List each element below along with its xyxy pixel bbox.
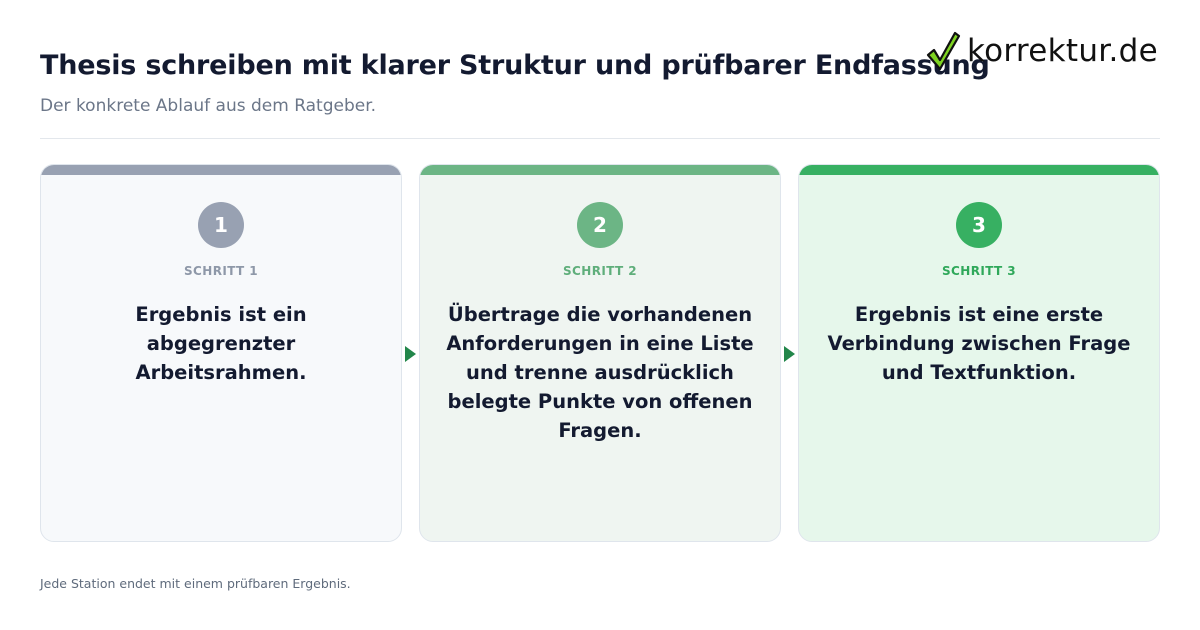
step-card-1-top-bar (41, 165, 401, 175)
arrow-right-icon (784, 346, 795, 362)
arrow-right-icon (405, 346, 416, 362)
brand-logo[interactable]: korrektur.de (925, 30, 1158, 72)
checkmark-icon (926, 31, 961, 71)
step-card-3-top-bar (799, 165, 1159, 175)
step-label: SCHRITT 2 (563, 264, 637, 278)
brand-name: korrektur.de (966, 33, 1158, 69)
step-description: Ergebnis ist ein abgegrenzter Arbeitsrah… (135, 303, 307, 384)
step-card-3: 3 SCHRITT 3 Ergebnis ist eine erste Verb… (798, 164, 1160, 542)
step-card-2: 2 SCHRITT 2 Übertrage die vorhandenen An… (419, 164, 781, 542)
step-card-2-top-bar (420, 165, 780, 175)
step-description: Ergebnis ist eine erste Verbindung zwisc… (827, 303, 1131, 384)
step-number-badge: 2 (577, 202, 623, 248)
header-divider (40, 138, 1160, 139)
step-label: SCHRITT 3 (942, 264, 1016, 278)
step-number-badge: 1 (198, 202, 244, 248)
step-number-badge: 3 (956, 202, 1002, 248)
page-subtitle: Der konkrete Ablauf aus dem Ratgeber. (40, 96, 377, 116)
step-description: Übertrage die vorhandenen Anforderungen … (446, 303, 754, 442)
page-title: Thesis schreiben mit klarer Struktur und… (40, 50, 990, 81)
step-card-1: 1 SCHRITT 1 Ergebnis ist ein abgegrenzte… (40, 164, 402, 542)
step-label: SCHRITT 1 (184, 264, 258, 278)
footer-note: Jede Station endet mit einem prüfbaren E… (40, 576, 351, 591)
